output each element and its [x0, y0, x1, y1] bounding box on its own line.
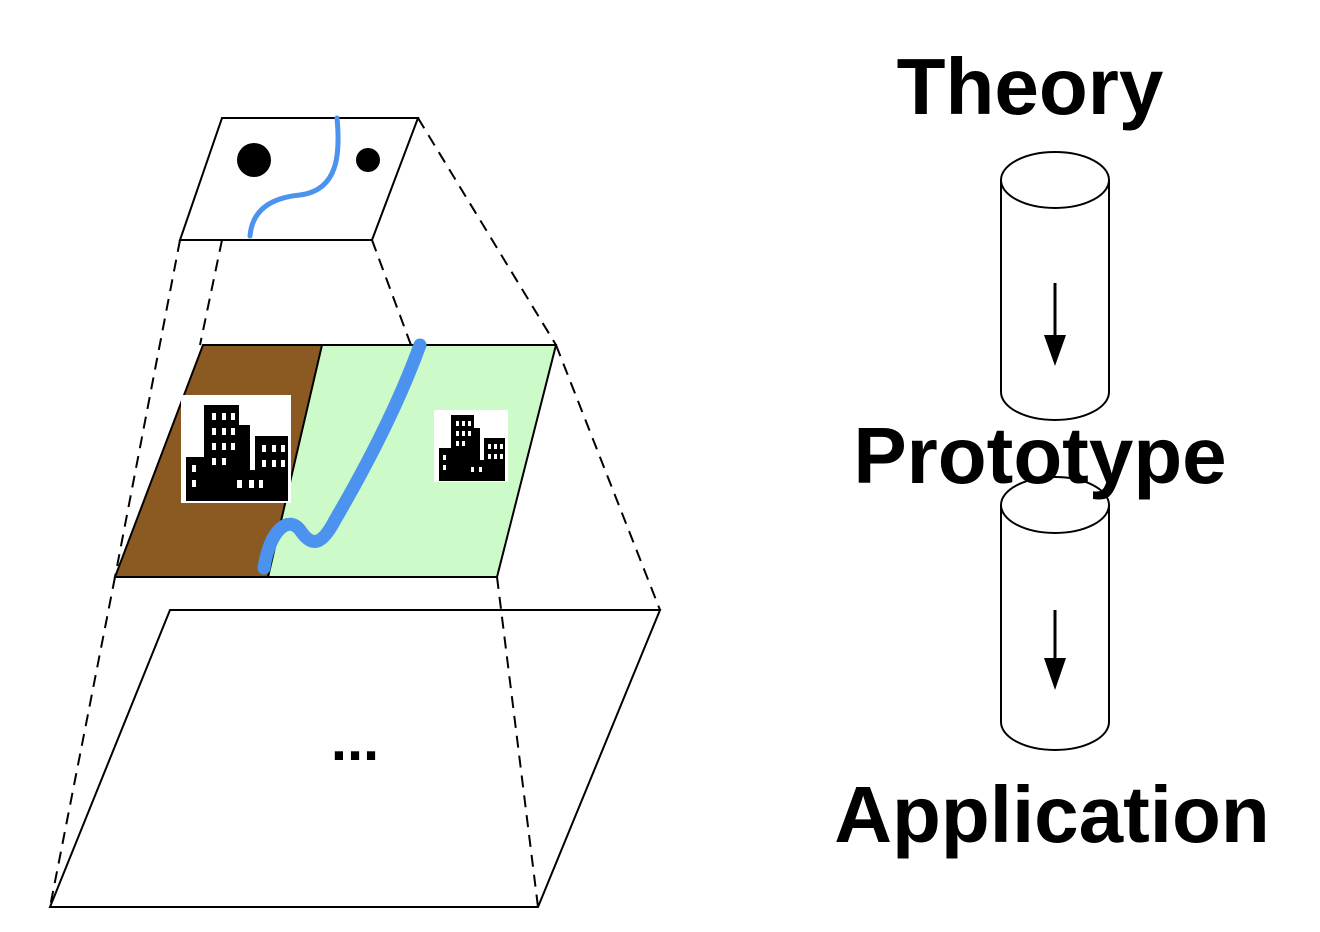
connector-mid-left — [49, 576, 116, 908]
top-layer-plane — [178, 117, 420, 241]
theory-label: Theory — [897, 42, 1164, 131]
middle-layer-map — [113, 338, 558, 578]
large-dot-icon — [237, 143, 271, 177]
cylinder-icon — [1000, 476, 1110, 751]
bottom-layer-detail: ... — [48, 609, 662, 908]
prototype-label: Prototype — [853, 411, 1226, 500]
down-arrow-head — [1044, 658, 1066, 690]
small-dot-icon — [356, 148, 380, 172]
application-label: Application — [834, 770, 1270, 859]
connector-mid-bottom-right — [496, 576, 539, 908]
connector-top-right-outer — [417, 117, 557, 346]
town-buildings-icon — [434, 410, 508, 482]
bottom-layer-plane — [48, 609, 662, 908]
middle-layer-outline — [113, 344, 558, 578]
city-buildings-icon — [181, 395, 291, 503]
abstraction-pyramid: ... — [48, 115, 662, 908]
down-arrow-head — [1044, 335, 1066, 366]
dashed-connectors — [49, 117, 661, 908]
lower-cylinder-top — [1000, 476, 1110, 534]
river-line-icon — [247, 115, 341, 239]
river-icon — [257, 338, 427, 575]
research-pipeline: Theory Prototype Application — [834, 42, 1270, 859]
upper-cylinder-top — [1000, 151, 1110, 209]
connector-top-left-outer — [114, 239, 181, 578]
connector-top-left-inner — [199, 239, 223, 346]
connector-mid-right — [555, 344, 661, 611]
cylinder-icon — [1000, 151, 1110, 421]
top-layer-abstract — [178, 115, 420, 241]
ellipsis-label: ... — [331, 708, 379, 773]
